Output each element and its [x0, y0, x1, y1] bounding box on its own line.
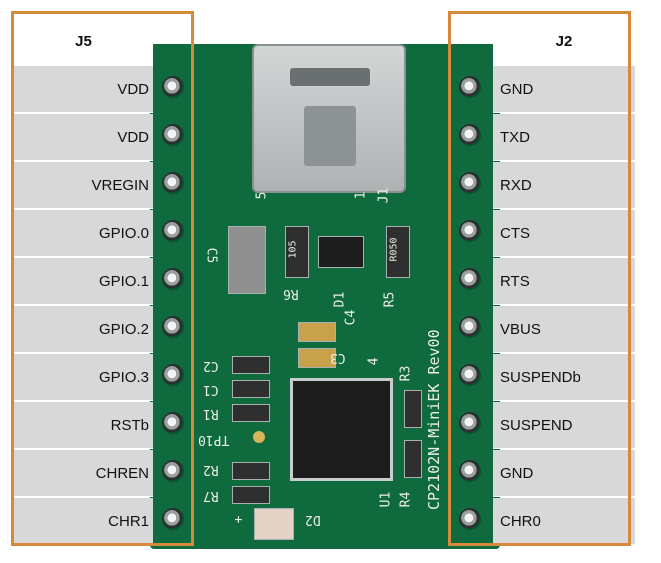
j2-pad: [459, 124, 481, 146]
j5-pad: [162, 268, 184, 290]
j2-pin-3: RXD: [493, 162, 635, 209]
j2-pad: [459, 364, 481, 386]
capacitor-c3: [298, 348, 336, 368]
silk-c3: C3: [330, 350, 346, 365]
resistor-r4: [404, 440, 422, 478]
silk-1: 1: [353, 191, 369, 200]
j2-pin-7: SUSPENDb: [493, 354, 635, 401]
j2-pad: [459, 220, 481, 242]
capacitor-c1: [232, 380, 270, 398]
j2-pin-4: CTS: [493, 210, 635, 257]
j5-pin-1: VDD: [14, 66, 153, 113]
silk-d2: D2: [305, 512, 321, 527]
led-d2: [254, 508, 294, 540]
j2-pin-5: RTS: [493, 258, 635, 305]
resistor-r7: [232, 486, 270, 504]
silk-j1: J1: [376, 187, 392, 204]
silk-r4: R4: [398, 491, 414, 508]
silk-r7: R7: [203, 488, 219, 503]
j5-pad: [162, 220, 184, 242]
silk-c4: C4: [343, 309, 359, 326]
j2-title: J2: [493, 14, 635, 68]
silk-c2: C2: [203, 358, 219, 373]
j5-pad: [162, 364, 184, 386]
j5-pin-6: GPIO.2: [14, 306, 153, 353]
cp2102n-chip: [290, 378, 393, 481]
silk-4: 4: [366, 357, 382, 366]
j5-title: J5: [14, 14, 153, 68]
j2-pad: [459, 268, 481, 290]
j2-pin-10: CHR0: [493, 498, 635, 545]
resistor-r6: [285, 226, 309, 278]
silk-u1: U1: [378, 491, 394, 508]
silk-r5: R5: [382, 291, 398, 308]
silk-c5: C5: [203, 247, 219, 264]
j5-pad: [162, 460, 184, 482]
j2-pin-9: GND: [493, 450, 635, 497]
silk-r3: R3: [398, 365, 414, 382]
j5-pin-4: GPIO.0: [14, 210, 153, 257]
j2-pin-1: GND: [493, 66, 635, 113]
capacitor-c2: [232, 356, 270, 374]
silk-r050: R050: [388, 237, 400, 262]
silk-d1: D1: [332, 291, 348, 308]
silk-r2: R2: [203, 462, 219, 477]
j2-pad: [459, 172, 481, 194]
resistor-r2: [232, 462, 270, 480]
j5-pin-5: GPIO.1: [14, 258, 153, 305]
j5-pin-3: VREGIN: [14, 162, 153, 209]
j5-pad: [162, 76, 184, 98]
j5-pad: [162, 124, 184, 146]
board-label: CP2102N-MiniEK Rev00: [425, 329, 443, 510]
j2-pad: [459, 508, 481, 530]
j2-pad: [459, 412, 481, 434]
j2-pad: [459, 460, 481, 482]
j2-pin-6: VBUS: [493, 306, 635, 353]
j5-pin-9: CHREN: [14, 450, 153, 497]
silk-5: 5: [254, 191, 270, 200]
diode-d1: [318, 236, 364, 268]
j5-pad: [162, 316, 184, 338]
j2-pin-2: TXD: [493, 114, 635, 161]
usb-connector: [252, 44, 406, 193]
j2-pin-8: SUSPEND: [493, 402, 635, 449]
silk-r1: R1: [203, 406, 219, 421]
j2-pad: [459, 316, 481, 338]
resistor-r5: [386, 226, 410, 278]
j5-pin-7: GPIO.3: [14, 354, 153, 401]
silk-c1: C1: [203, 382, 219, 397]
j2-pad: [459, 76, 481, 98]
j5-pad: [162, 412, 184, 434]
silk-r6: R6: [283, 286, 299, 301]
silk-plus: +: [230, 515, 246, 524]
j5-pad: [162, 172, 184, 194]
capacitor-c5: [228, 226, 266, 294]
silk-tp10: TP10: [198, 432, 230, 447]
j5-frame: [11, 11, 194, 546]
j5-pin-2: VDD: [14, 114, 153, 161]
j5-pad: [162, 508, 184, 530]
resistor-r3: [404, 390, 422, 428]
testpoint-tp10: [253, 431, 265, 443]
j5-pin-10: CHR1: [14, 498, 153, 545]
j2-frame: [448, 11, 631, 546]
silk-105: 105: [287, 240, 299, 259]
resistor-r1: [232, 404, 270, 422]
j5-pin-8: RSTb: [14, 402, 153, 449]
capacitor-c4: [298, 322, 336, 342]
